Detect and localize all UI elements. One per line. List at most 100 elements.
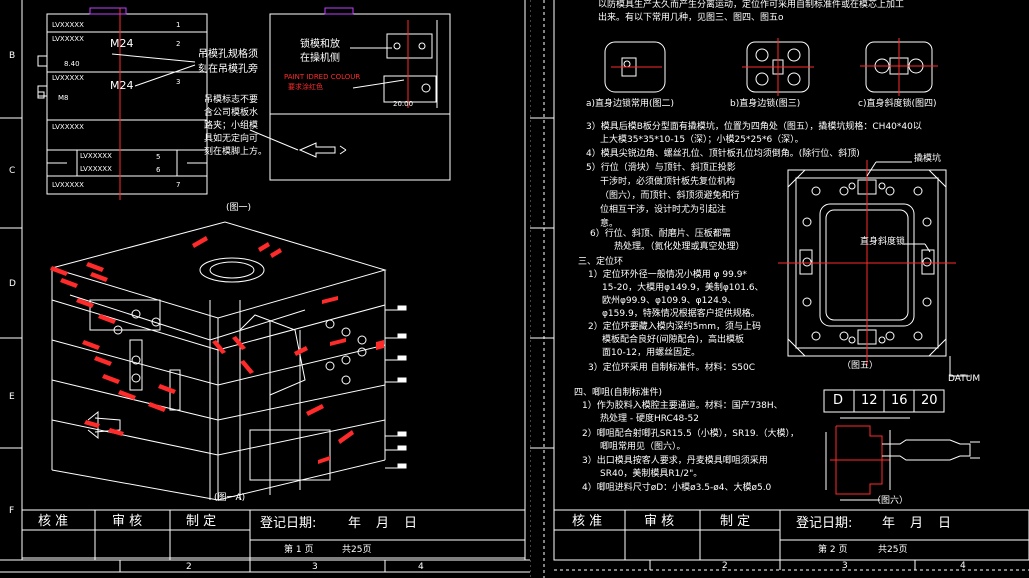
dim-20-label: 20.00 xyxy=(393,100,414,108)
p2-loc-7: 面10-12，用螺丝固定。 xyxy=(602,348,701,358)
fig1-caption: (图一) xyxy=(226,203,252,213)
m24-top-label: M24 xyxy=(110,37,134,50)
fig5-pry-label: 撬模坑 xyxy=(914,154,942,164)
tb2-review: 审 核 xyxy=(644,514,675,529)
p2-sprue-5: 3）出口模具按客人要求，丹麦模具唧咀须采用 xyxy=(582,456,768,466)
tb1-reg-date: 登记日期: xyxy=(260,516,317,531)
p2-sprue-1: 1）作为胶料入模腔主要通道。材料：国产738H、 xyxy=(582,401,783,411)
tb1-approve: 核 准 xyxy=(38,514,69,529)
margin-letter-f: F xyxy=(9,506,15,516)
margin-letter-b: B xyxy=(9,51,16,61)
p2-loc-4: φ159.9，特殊情况根据客户提供规格。 xyxy=(602,309,760,319)
p2-item-5a: 5）行位（滑块）与顶针、斜顶正投影 xyxy=(586,163,736,173)
p2-col-num-2: 2 xyxy=(722,561,728,571)
note-lifting-mark-2: 含公司模板水 xyxy=(204,108,259,118)
tb1-day: 日 xyxy=(404,516,418,531)
note-lifting-mark-1: 吊模标志不要 xyxy=(204,95,259,105)
plate-num-3: 3 xyxy=(176,78,181,86)
p2-loc-6: 模板配合良好(间隙配合)，高出模板 xyxy=(602,335,745,345)
plate-label-5: LVXXXXX xyxy=(80,152,112,160)
col-num-2: 2 xyxy=(186,562,192,572)
p2-item-3a: 3）模具后模B板分型面有撬模坑，位置为四角处（图五），撬模坑规格：CH40*40… xyxy=(586,122,922,132)
p2-item-6b: 热处理。（氮化处理或真空处理） xyxy=(614,242,745,252)
tb1-month: 月 xyxy=(376,516,390,531)
tb2-year: 年 xyxy=(882,516,896,531)
plate-label-2: LVXXXXX xyxy=(52,35,84,43)
col-num-3: 3 xyxy=(312,562,318,572)
p2-loc-8: 3）定位环采用 自制标准件。材料：S50C xyxy=(588,363,756,373)
tb2-month: 月 xyxy=(910,516,924,531)
fig5-caption: （图五） xyxy=(842,361,879,371)
plate-num-5: 5 xyxy=(156,153,161,161)
tb2-draft: 制 定 xyxy=(720,514,751,529)
fig5-datum: DATUM xyxy=(948,374,981,384)
fig5-lock-label: 直身斜度锁 xyxy=(860,237,906,247)
p2-intro-2: 出来。有以下常用几种，见图三、图四、图五o xyxy=(598,13,784,23)
fig1a-caption: (图一A) xyxy=(214,493,246,503)
plate-num-6: 6 xyxy=(156,166,161,174)
plate-num-1: 1 xyxy=(176,21,181,29)
p2-fig2-caption: a)直身边锁常用(图二) xyxy=(586,99,675,109)
paint-red-en: PAINT IDRED COLOUR xyxy=(284,73,361,81)
fig6-caption: （图六） xyxy=(872,496,909,506)
d-table-header: D xyxy=(833,393,844,408)
d-table-20: 20 xyxy=(921,393,938,408)
dim-840-label: 8.40 xyxy=(64,60,80,68)
p2-loc-2: 15-20，大模用φ149.9，美制φ101.6、 xyxy=(602,283,764,293)
tb2-approve: 核 准 xyxy=(572,514,603,529)
page-2-sheet: 以防模具生产太久而产生分离运动，定位作可采用自制标准件或在模芯上加工 出来。有以… xyxy=(530,0,1029,578)
margin-letter-e: E xyxy=(9,392,15,402)
page-2-frame xyxy=(530,0,1029,578)
tb1-year: 年 xyxy=(348,516,362,531)
margin-letter-d: D xyxy=(9,279,16,289)
note-lifting-hole-1: 吊模孔规格须 xyxy=(198,49,258,60)
p2-sprue-4: 唧咀常用见（图六）。 xyxy=(600,442,686,452)
tb1-total: 共25页 xyxy=(342,545,372,555)
p2-sprue-7: 4）唧咀进料尺寸øD：小模ø3.5-ø4、大模ø5.0 xyxy=(582,483,772,493)
p2-item-5e: 意。 xyxy=(600,219,619,229)
plate-label-4: LVXXXXX xyxy=(52,123,84,131)
col-num-4: 4 xyxy=(418,562,424,572)
p2-section-3: 三、定位环 xyxy=(578,257,624,267)
p2-sprue-3: 2）唧咀配合射唧孔SR15.5（小模），SR19.（大模）， xyxy=(582,429,800,439)
tb2-day: 日 xyxy=(938,516,952,531)
tb1-draft: 制 定 xyxy=(186,514,217,529)
note-lifting-hole-2: 刻在吊模孔旁 xyxy=(198,64,258,75)
p2-sprue-6: SR40，美制模具R1/2"。 xyxy=(600,469,703,479)
plate-label-7: LVXXXXX xyxy=(52,181,84,189)
margin-letter-c: C xyxy=(9,166,16,176)
p2-item-6a: 6）行位、斜顶、耐磨片、压板都需 xyxy=(590,229,731,239)
tb1-review: 审 核 xyxy=(112,514,143,529)
p2-col-num-3: 3 xyxy=(842,561,848,571)
plate-label-1: LVXXXXX xyxy=(52,21,84,29)
plate-num-7: 7 xyxy=(176,181,181,189)
plate-label-6: LVXXXXX xyxy=(80,165,112,173)
p2-sprue-2: 热处理 - 硬度HRC48-52 xyxy=(600,414,699,424)
note-lifting-mark-4: 具如无定向可 xyxy=(204,134,259,144)
p2-intro-1: 以防模具生产太久而产生分离运动，定位作可采用自制标准件或在模芯上加工 xyxy=(598,0,905,10)
note-lock-mold-1: 锁模和放 xyxy=(300,39,340,50)
p2-item-3b: 上大模35*35*10-15（深）；小模25*25*6（深）。 xyxy=(600,135,804,145)
p2-fig3-caption: b)直身边锁(图三) xyxy=(730,99,801,109)
m8-label: M8 xyxy=(58,94,69,102)
page-1-sheet: B C D E F LVXXXXX LVXXXXX LVXXXXX LVXXXX… xyxy=(0,0,530,573)
p2-item-5c: （图六），而顶针、斜顶须避免和行 xyxy=(600,191,740,201)
tb2-total: 共25页 xyxy=(878,545,908,555)
p2-loc-5: 2）定位环要藏入模内深约5mm，须与上码 xyxy=(588,322,761,332)
m24-bottom-label: M24 xyxy=(110,79,134,92)
page-1-frame xyxy=(0,0,530,573)
p2-item-5b: 干涉时，必须做顶针板先复位机构 xyxy=(600,177,736,187)
p2-section-4: 四、唧咀(自制标准件) xyxy=(574,388,663,398)
tb2-reg-date: 登记日期: xyxy=(796,516,853,531)
plate-num-2: 2 xyxy=(176,40,181,48)
note-lock-mold-2: 在操机侧 xyxy=(300,53,340,64)
p2-item-4: 4）模具尖锐边角、螺丝孔位、顶针板孔位均须倒角。(除行位、斜顶) xyxy=(586,149,860,159)
p2-loc-1: 1）定位环外径一般情况小模用 φ 99.9* xyxy=(588,270,747,280)
plate-label-3: LVXXXXX xyxy=(52,74,84,82)
paint-red-cn: 要求涂红色 xyxy=(288,83,323,91)
tb2-page: 第 2 页 xyxy=(818,545,848,555)
p2-fig4-caption: c)直身斜度锁(图四) xyxy=(858,99,937,109)
d-table-16: 16 xyxy=(891,393,908,408)
d-table-12: 12 xyxy=(861,393,878,408)
note-lifting-mark-3: 路夹；小组模 xyxy=(204,121,259,131)
